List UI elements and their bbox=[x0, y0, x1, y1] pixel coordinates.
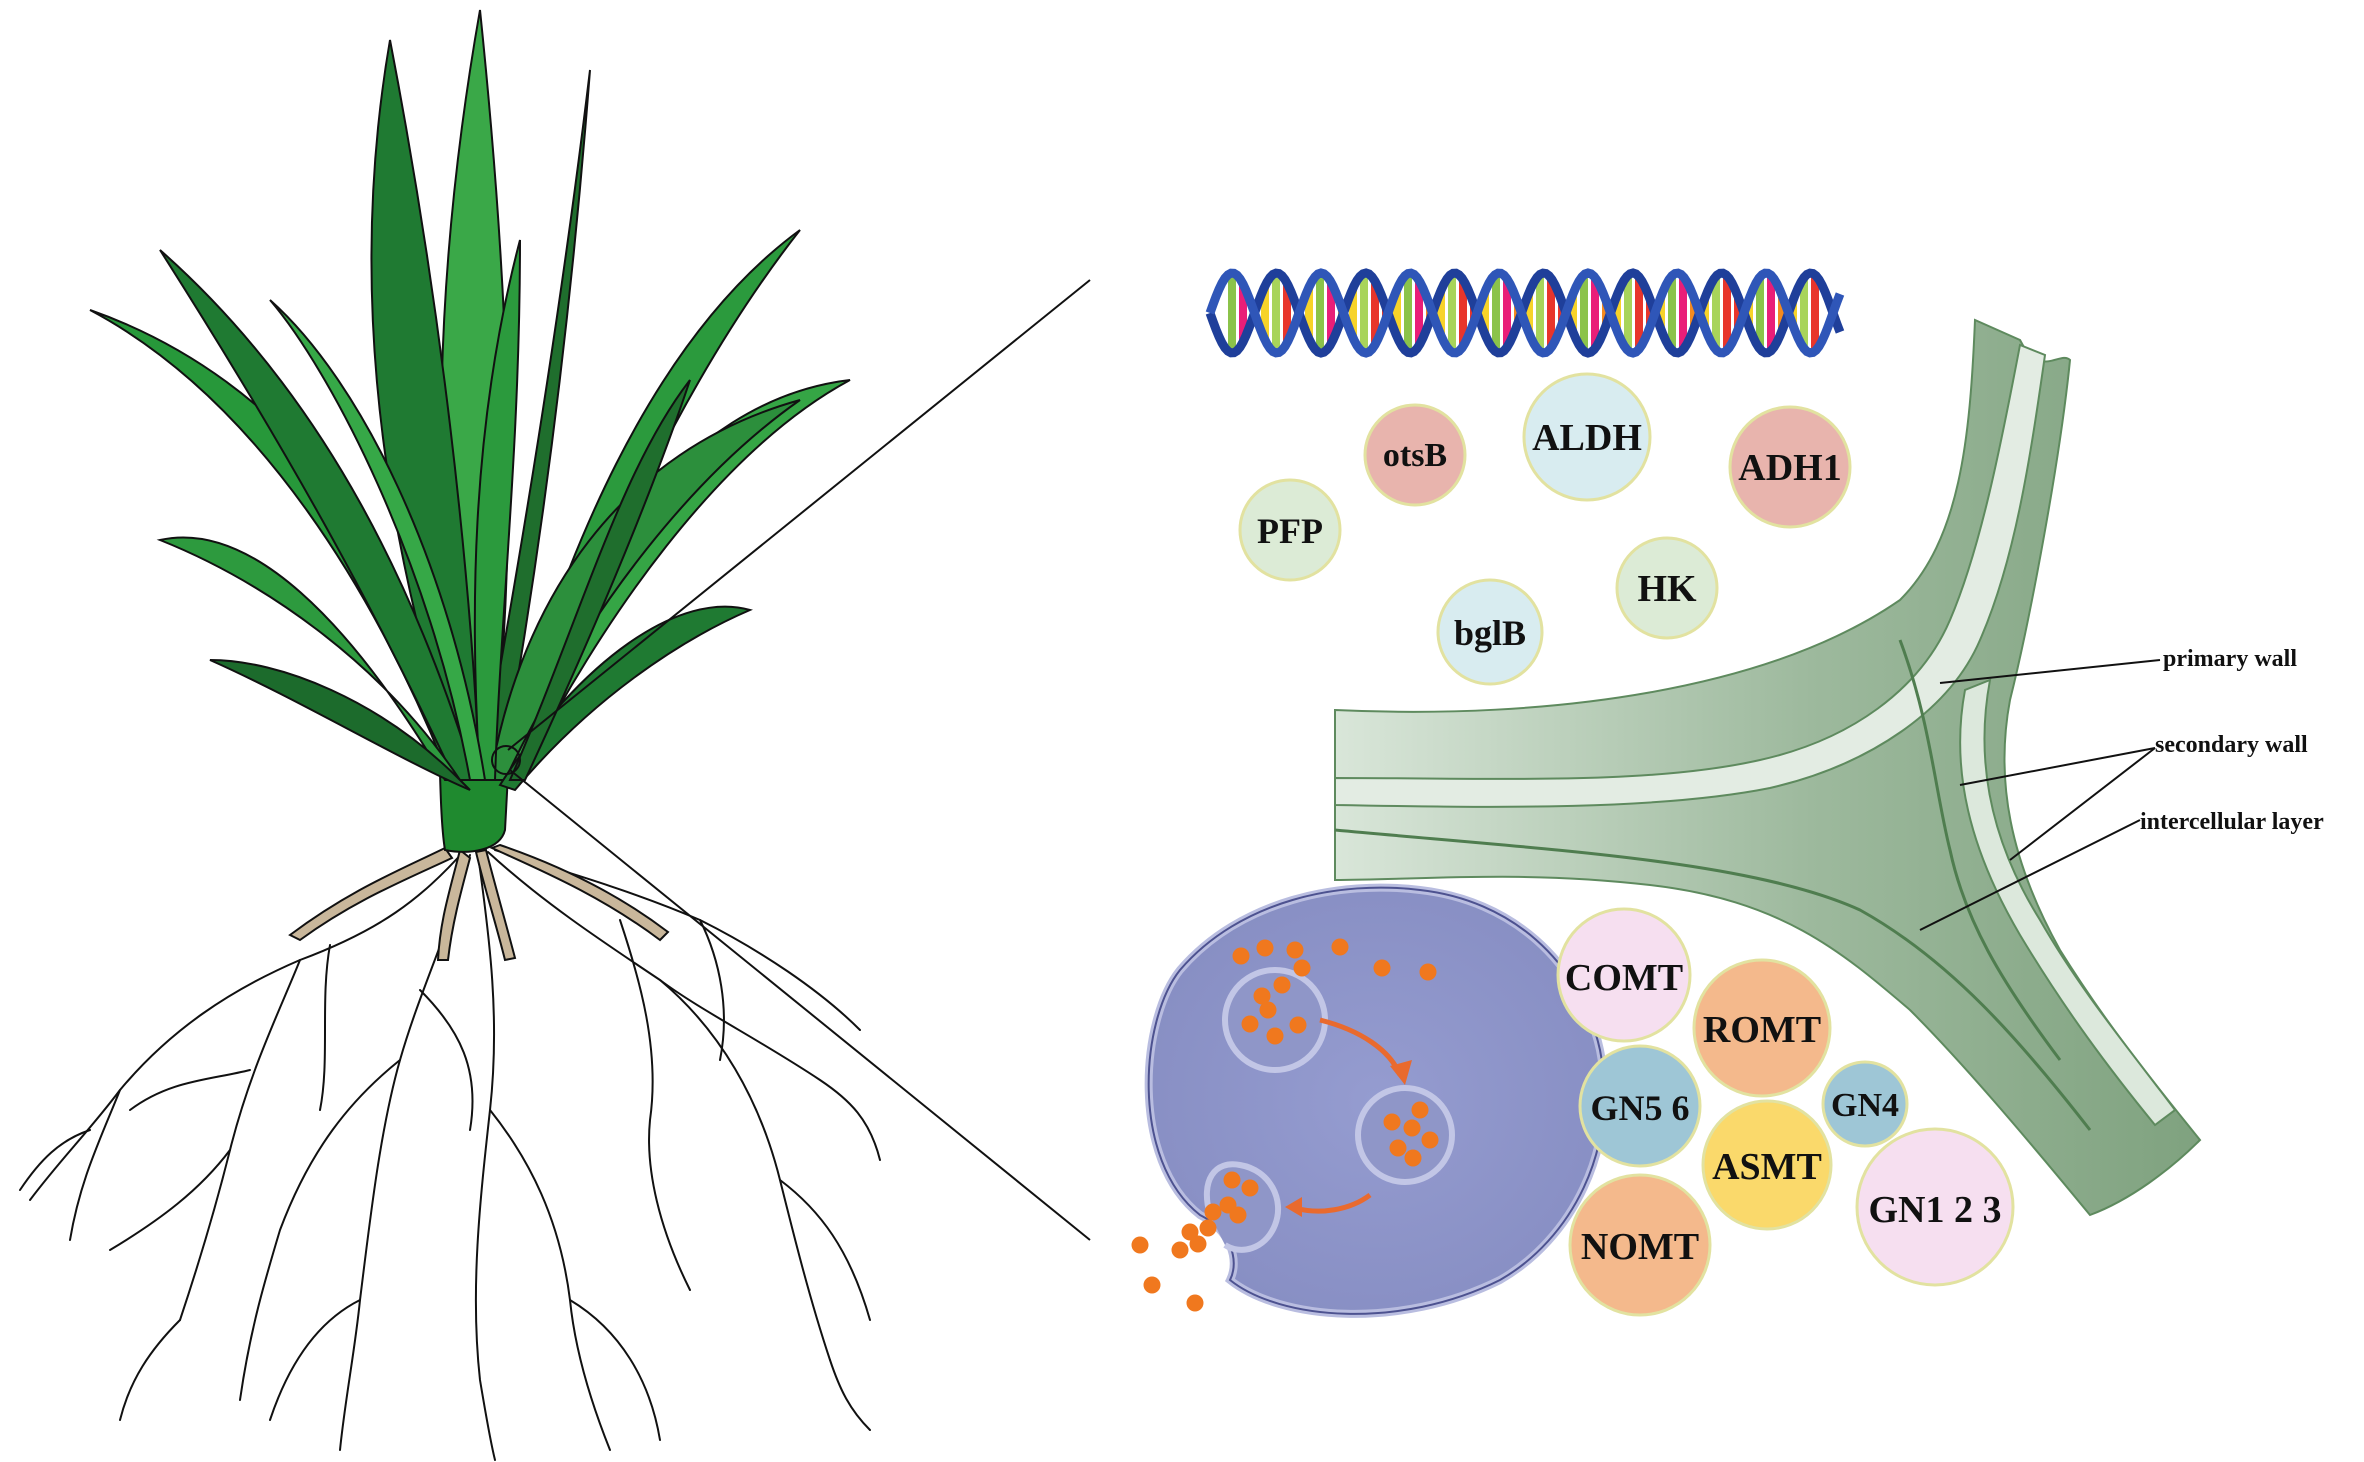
gene-COMT-circle bbox=[1556, 907, 1692, 1043]
middle-lamella-diagonal bbox=[1959, 678, 2177, 1127]
vesicle-2 bbox=[1355, 1085, 1455, 1185]
molecule-dot bbox=[1273, 976, 1291, 994]
gene-GN5-6-circle bbox=[1578, 1044, 1702, 1168]
gene-PFP: PFP bbox=[1238, 478, 1342, 582]
root-system bbox=[19, 849, 881, 1461]
molecule-dot bbox=[1189, 1235, 1207, 1253]
root-base bbox=[288, 843, 670, 962]
gene-ADH1: ADH1 bbox=[1728, 405, 1852, 529]
gene-ROMT-circle bbox=[1692, 958, 1832, 1098]
gene-HK: HK bbox=[1615, 536, 1719, 640]
dna-strand-2 bbox=[1205, 268, 1845, 358]
molecule-dot bbox=[1331, 938, 1349, 956]
molecule-dot bbox=[1253, 987, 1271, 1005]
molecule-dot bbox=[1232, 947, 1250, 965]
molecule-dot bbox=[1229, 1206, 1247, 1224]
gene-PFP-circle bbox=[1238, 478, 1342, 582]
molecule-dot bbox=[1411, 1101, 1429, 1119]
zoom-line-bottom bbox=[509, 769, 1091, 1241]
gene-HK-label: HK bbox=[1637, 568, 1697, 610]
gene-NOMT: NOMT bbox=[1568, 1173, 1712, 1317]
middle-lamella-horizontal bbox=[1334, 343, 2047, 808]
secondary-wall-line bbox=[1334, 828, 2092, 1131]
gene-ALDH: ALDH bbox=[1522, 372, 1652, 502]
gene-ASMT-label: ASMT bbox=[1712, 1146, 1822, 1188]
gene-HK-circle bbox=[1615, 536, 1719, 640]
molecule-dot bbox=[1286, 941, 1304, 959]
zoom-origin-circle bbox=[491, 745, 521, 775]
primary-wall-label: primary wall bbox=[2163, 646, 2297, 672]
gene-NOMT-circle bbox=[1568, 1173, 1712, 1317]
molecule-dot bbox=[1256, 939, 1274, 957]
molecule-dot bbox=[1131, 1236, 1149, 1254]
gene-GN4-label: GN4 bbox=[1831, 1087, 1899, 1124]
gene-bglB: bglB bbox=[1436, 578, 1544, 686]
plant bbox=[19, 9, 881, 1461]
gene-ASMT-circle bbox=[1701, 1099, 1833, 1231]
molecule-dot bbox=[1403, 1119, 1421, 1137]
molecule-dot bbox=[1421, 1131, 1439, 1149]
gene-bglB-label: bglB bbox=[1454, 613, 1526, 653]
gene-ALDH-circle bbox=[1522, 372, 1652, 502]
gene-otsB: otsB bbox=[1363, 403, 1467, 507]
molecule-dot bbox=[1199, 1219, 1217, 1237]
gene-ADH1-label: ADH1 bbox=[1738, 447, 1841, 489]
molecule-dot bbox=[1259, 1001, 1277, 1019]
molecule-dot bbox=[1383, 1113, 1401, 1131]
gene-ROMT: ROMT bbox=[1692, 958, 1832, 1098]
gene-COMT: COMT bbox=[1556, 907, 1692, 1043]
gene-GN1-2-3-circle bbox=[1855, 1127, 2015, 1287]
gene-ADH1-circle bbox=[1728, 405, 1852, 529]
gene-GN1-2-3: GN1 2 3 bbox=[1855, 1127, 2015, 1287]
molecule-dot bbox=[1419, 963, 1437, 981]
molecule-dot bbox=[1289, 1016, 1307, 1034]
gene-COMT-label: COMT bbox=[1565, 957, 1683, 999]
dna-helix bbox=[1205, 268, 1845, 358]
gene-GN1-2-3-label: GN1 2 3 bbox=[1869, 1189, 2002, 1231]
molecule-dot bbox=[1204, 1203, 1222, 1221]
secreted-molecules bbox=[1131, 938, 1439, 1312]
zoom-line-top bbox=[507, 279, 1091, 751]
molecule-dot bbox=[1223, 1171, 1241, 1189]
secondary-wall-label: secondary wall bbox=[2155, 732, 2308, 758]
molecule-dot bbox=[1171, 1241, 1189, 1259]
wall-leader-lines bbox=[1919, 659, 2161, 931]
gene-NOMT-label: NOMT bbox=[1581, 1226, 1699, 1268]
gene-GN5-6: GN5 6 bbox=[1578, 1044, 1702, 1168]
intercellular-layer-label: intercellular layer bbox=[2140, 809, 2324, 835]
gene-GN5-6-label: GN5 6 bbox=[1591, 1088, 1690, 1128]
vesicle-3-fusing bbox=[1203, 1161, 1282, 1253]
molecule-dot bbox=[1404, 1149, 1422, 1167]
secretory-cell bbox=[1131, 883, 1609, 1318]
primary-wall-line bbox=[1898, 639, 2062, 1061]
molecule-dot bbox=[1389, 1139, 1407, 1157]
gene-circles-top: otsB ALDH ADH1 PFP HK bglB bbox=[1238, 372, 1852, 686]
dna-strand-1 bbox=[1205, 268, 1845, 358]
cell-wall-junction bbox=[1334, 318, 2202, 1217]
gene-ALDH-label: ALDH bbox=[1532, 417, 1642, 459]
molecule-dot bbox=[1373, 959, 1391, 977]
leaves bbox=[89, 9, 851, 792]
gene-GN4-circle bbox=[1821, 1060, 1909, 1148]
gene-otsB-circle bbox=[1363, 403, 1467, 507]
molecule-dot bbox=[1181, 1223, 1199, 1241]
molecule-dot bbox=[1266, 1027, 1284, 1045]
molecule-dot bbox=[1186, 1294, 1204, 1312]
gene-PFP-label: PFP bbox=[1257, 511, 1323, 551]
gene-bglB-circle bbox=[1436, 578, 1544, 686]
gene-circles-bottom: COMT ROMT GN5 6 GN4 ASMT GN1 2 3 NOMT bbox=[1556, 907, 2015, 1317]
molecule-dot bbox=[1293, 959, 1311, 977]
transport-arrow-2 bbox=[1294, 1192, 1372, 1214]
gene-ROMT-label: ROMT bbox=[1703, 1009, 1821, 1051]
molecule-dot bbox=[1241, 1015, 1259, 1033]
gene-otsB-label: otsB bbox=[1383, 437, 1447, 474]
molecule-dot bbox=[1241, 1179, 1259, 1197]
gene-ASMT: ASMT bbox=[1701, 1099, 1833, 1231]
molecule-dot bbox=[1143, 1276, 1161, 1294]
gene-GN4: GN4 bbox=[1821, 1060, 1909, 1148]
